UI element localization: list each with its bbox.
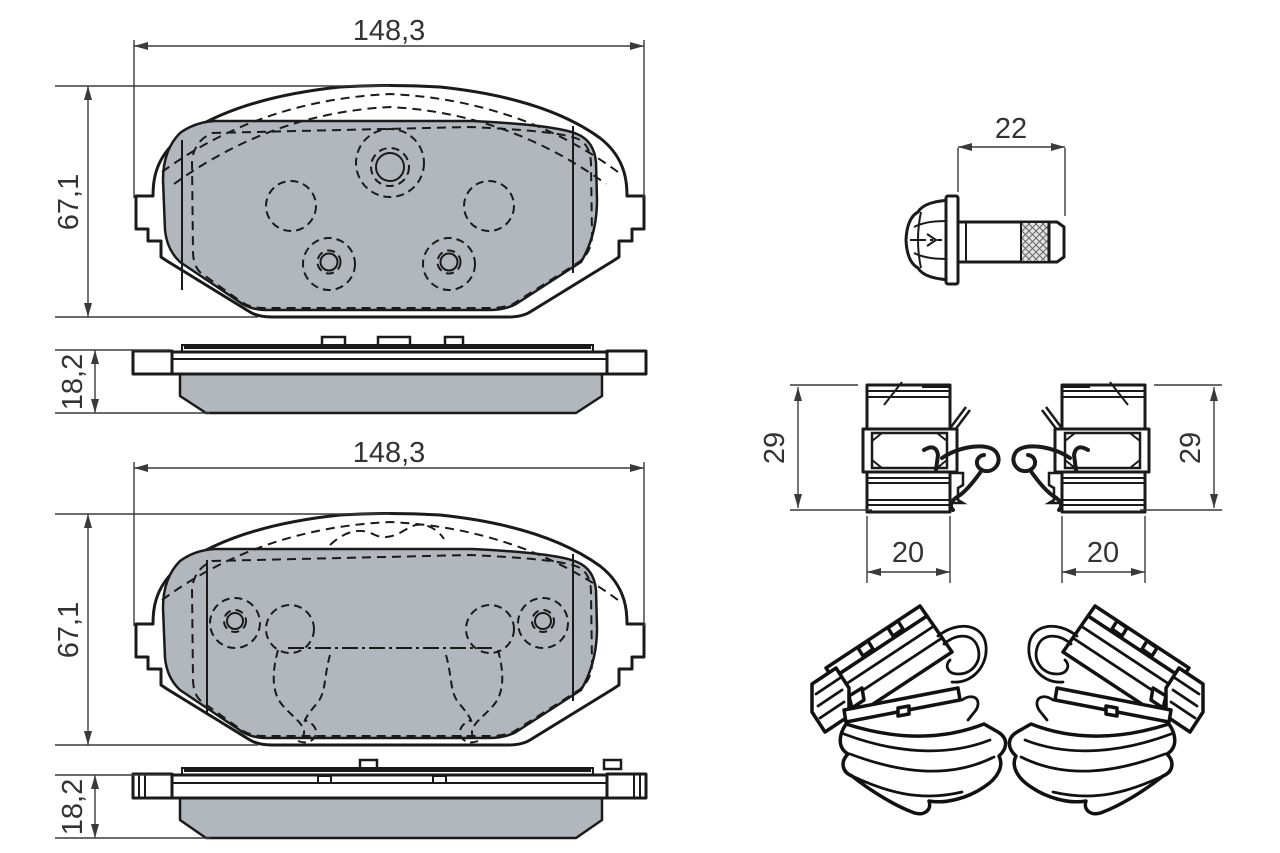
pad-front-view-2 [134, 512, 646, 747]
dim-clip-right-width: 20 [1061, 516, 1146, 583]
pad2-piston-contours [272, 649, 504, 744]
pad-front-view-1 [134, 84, 646, 319]
retainer-spring-right-view [1007, 604, 1205, 816]
dim-label-pad1-height: 67,1 [53, 174, 85, 230]
pad2-holes [209, 597, 569, 654]
retainer-spring-left-view [810, 604, 1008, 816]
pad-side-view-1 [131, 335, 648, 415]
dim-bolt-length: 22 [957, 113, 1066, 216]
dim-label-pad1-thickness: 18,2 [57, 354, 89, 410]
dim-pad2-thickness: 18,2 [55, 774, 210, 839]
dim-clip-left-width: 20 [866, 516, 951, 583]
dim-clip-right-height: 29 [1140, 384, 1222, 511]
pad1-holes [265, 128, 515, 291]
pad-side-view-2 [131, 758, 648, 840]
dim-clip-left-height: 29 [759, 384, 872, 511]
abutment-clip-left-view [861, 380, 1001, 514]
dim-pad1-width: 148,3 [133, 15, 645, 198]
abutment-clip-right-view [1011, 380, 1151, 514]
dim-pad1-thickness: 18,2 [55, 349, 210, 414]
dim-label-clip-right-width: 20 [1087, 537, 1119, 569]
bolt-view [904, 194, 1066, 286]
dim-label-clip-left-height: 29 [759, 432, 791, 464]
dim-label-clip-left-width: 20 [892, 537, 924, 569]
dim-pad1-height: 67,1 [53, 85, 390, 318]
dim-label-pad2-width: 148,3 [353, 437, 426, 469]
dim-label-pad1-width: 148,3 [353, 15, 426, 47]
dim-label-pad2-height: 67,1 [53, 602, 85, 658]
dim-pad2-height: 67,1 [53, 513, 390, 746]
dim-label-clip-right-height: 29 [1175, 432, 1207, 464]
dim-pad2-width: 148,3 [133, 437, 645, 626]
dim-label-bolt-length: 22 [995, 113, 1027, 145]
dim-label-pad2-thickness: 18,2 [57, 779, 89, 835]
